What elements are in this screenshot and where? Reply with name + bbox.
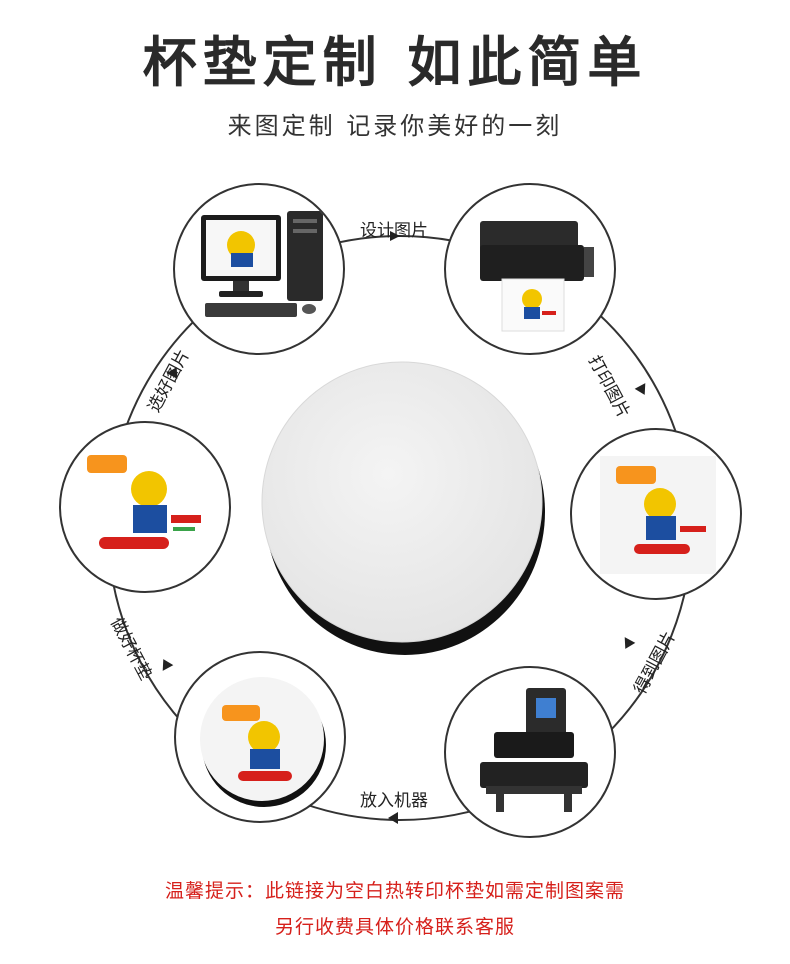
arrow-icon (634, 383, 646, 395)
arrow-icon (624, 637, 636, 649)
arrow-icon (388, 812, 398, 824)
printed-image-icon (600, 456, 716, 574)
step-computer-node (173, 183, 345, 355)
label-design: 设计图片 (360, 221, 428, 241)
heat-press-icon (480, 688, 588, 812)
page-subtitle: 来图定制 记录你美好的一刻 (227, 112, 563, 140)
step-selected-node (59, 421, 231, 593)
selected-image-icon (87, 455, 201, 549)
page-title: 杯垫定制 如此简单 (142, 31, 648, 94)
blank-coaster (261, 361, 543, 643)
step-printed-node (570, 428, 742, 600)
finished-coaster-icon (200, 677, 326, 807)
arrow-icon (162, 659, 174, 671)
arrow-icon (166, 367, 178, 379)
printer-icon (480, 221, 594, 332)
notice-line-1: 温馨提示：此链接为空白热转印杯垫如需定制图案需 (164, 880, 625, 902)
label-machine: 放入机器 (360, 791, 428, 811)
arrow-icon (390, 231, 400, 241)
notice-line-2: 另行收费具体价格联系客服 (274, 916, 515, 938)
step-printer-node (444, 183, 616, 355)
computer-icon (201, 211, 323, 317)
step-finished-node (174, 651, 346, 823)
step-machine-node (444, 666, 616, 838)
